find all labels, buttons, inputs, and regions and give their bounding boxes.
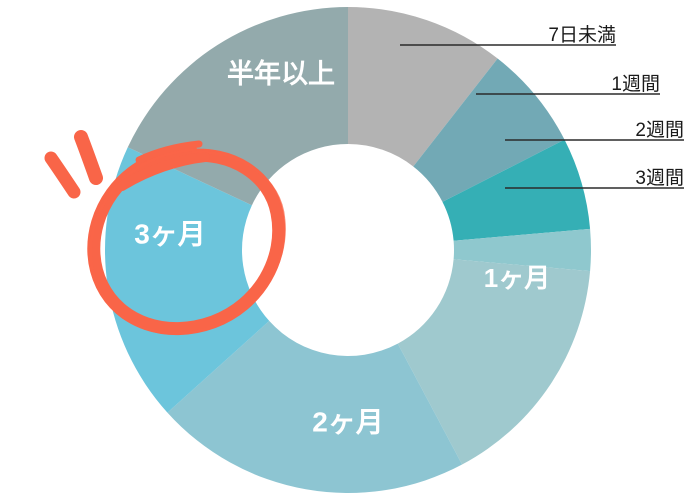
donut-slices [105, 7, 592, 494]
slice-two-months[interactable] [167, 320, 463, 494]
highlight-ellipse-second-pass [89, 147, 286, 335]
callout-leader-lines [400, 44, 684, 189]
slice-label-two-months: 2ヶ月 [312, 406, 384, 437]
highlight-tail-stroke [117, 152, 210, 191]
callout-label-one-week: 1週間 [611, 73, 660, 95]
callout-labels: 7日未満 1週間 2週間 3週間 [548, 24, 684, 189]
callout-label-seven-days: 7日未満 [548, 24, 616, 46]
callout-label-two-weeks: 2週間 [635, 119, 684, 141]
slice-label-half-year: 半年以上 [227, 58, 335, 89]
slice-seven-days[interactable] [348, 7, 498, 167]
highlight-tail-stroke-secondary [135, 140, 203, 164]
slice-inside-labels: 1ヶ月 2ヶ月 3ヶ月 半年以上 [134, 58, 550, 437]
highlight-circle-annotation [44, 130, 286, 336]
slice-three-months[interactable] [105, 147, 270, 413]
slice-two-weeks[interactable] [442, 139, 591, 241]
slice-label-three-months: 3ヶ月 [134, 218, 206, 249]
emphasis-mark-upper [74, 130, 103, 185]
slice-one-month[interactable] [397, 259, 591, 465]
callout-label-three-weeks: 3週間 [635, 167, 684, 189]
emphasis-mark-lower [44, 151, 81, 199]
slice-label-one-month: 1ヶ月 [484, 263, 550, 293]
slice-three-weeks[interactable] [453, 228, 592, 272]
